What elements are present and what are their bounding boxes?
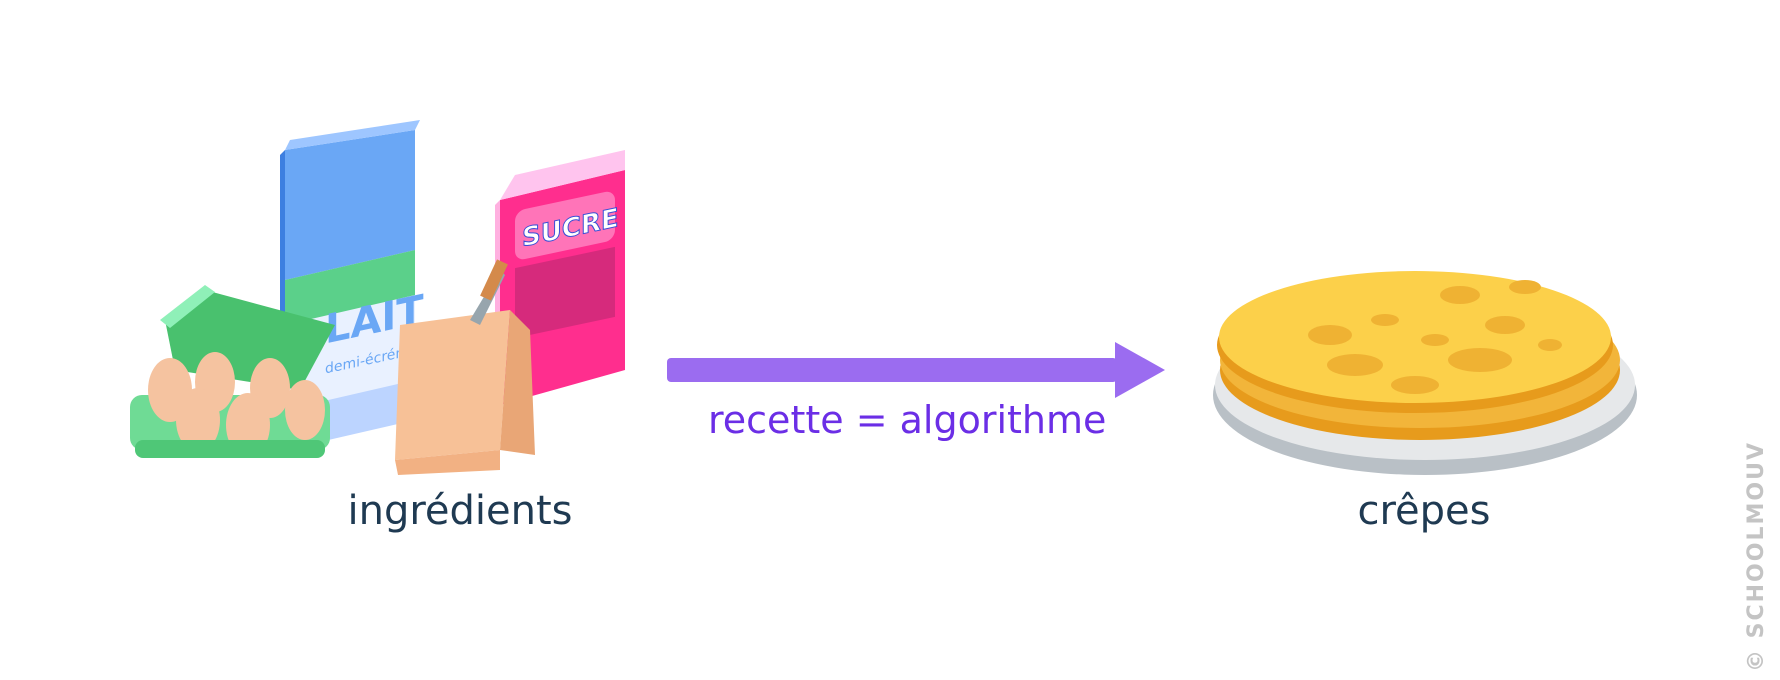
sugar-box-icon: SUCRE (495, 150, 625, 405)
egg-carton-icon (130, 285, 335, 458)
watermark: © SCHOOLMOUV (1744, 441, 1769, 672)
arrow-right-icon (667, 342, 1165, 398)
ingredients-label: ingrédients (347, 488, 573, 534)
crepes-label: crêpes (1357, 488, 1491, 534)
ingredients-illustration: LAIT demi-écrémé SUCRE (130, 120, 625, 475)
flour-bag-icon (395, 259, 535, 475)
crepe-stack-icon (1213, 271, 1637, 475)
arrow-label: recette = algorithme (708, 398, 1107, 442)
